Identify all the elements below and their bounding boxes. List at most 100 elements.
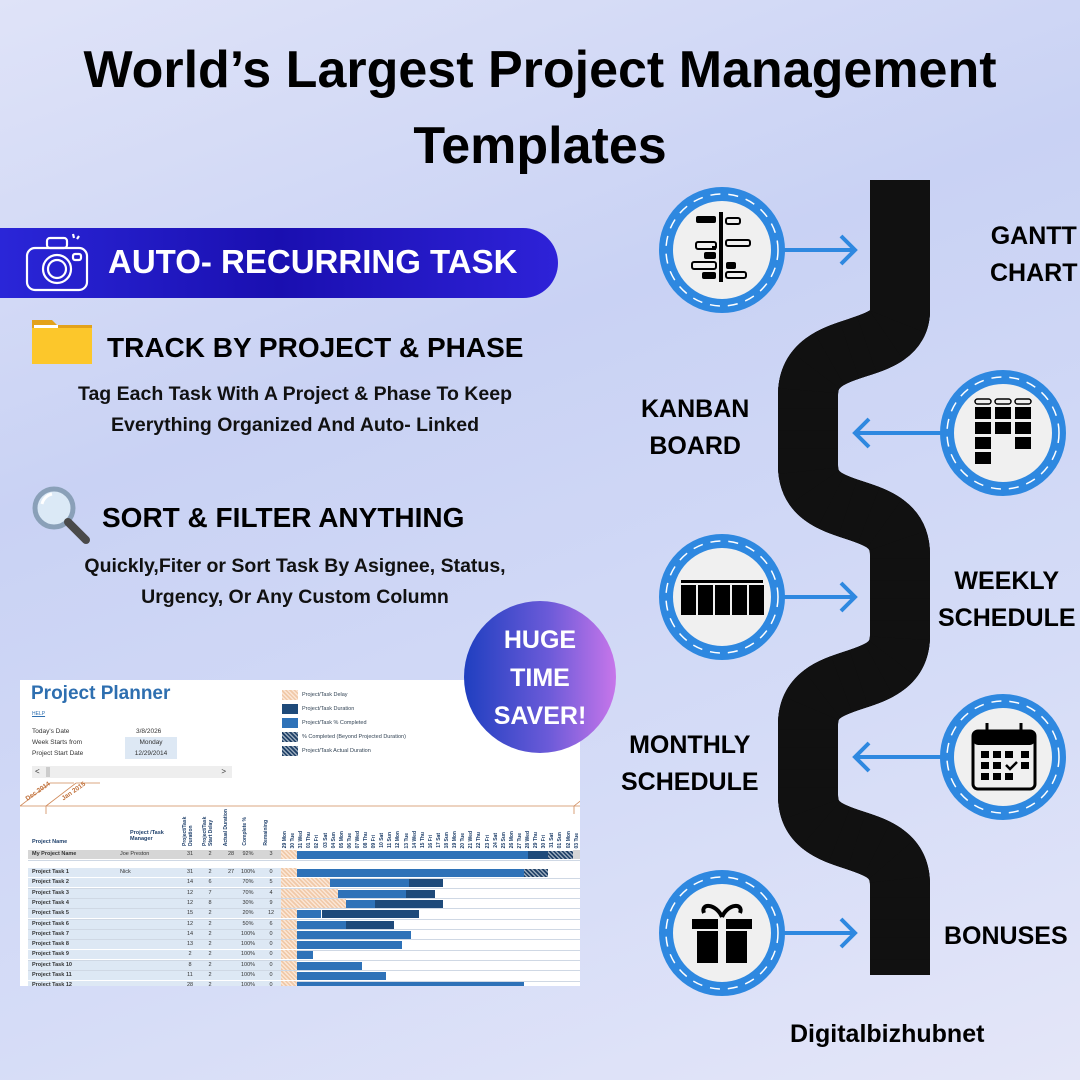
legend-swatch [282,704,298,714]
day-header: 05 Mon [338,830,345,848]
cell-delay: 2 [208,851,212,857]
delay-bar [281,878,330,888]
complete-bar [297,930,411,939]
scroll-left-button[interactable]: < [35,767,40,776]
sort-heading: SORT & FILTER ANYTHING [102,502,465,533]
legend-swatch [282,718,298,728]
day-header: 04 Sun [330,831,337,848]
remaining-bar [374,899,443,908]
row-divider [28,908,580,909]
day-header: 24 Sat [492,833,499,848]
row-divider [28,980,580,982]
cell-complete: 100% [240,982,256,986]
delay-bar [281,940,298,950]
cell-remaining: 5 [269,879,273,886]
day-header: 12 Mon [395,830,402,848]
legend-swatch [282,732,298,742]
complete-bar [297,982,524,986]
todays-date-value: 3/8/2026 [136,728,162,735]
cell-name: Project Task 4 [32,899,69,906]
folder-icon [32,320,92,364]
col-header-complete: Complete % [242,817,248,846]
cell-duration: 8 [188,961,192,968]
cell-remaining: 12 [267,910,275,917]
delay-bar [281,981,298,986]
col-header-delay: Project/Task Start Delay [202,816,214,846]
cell-remaining: 0 [269,972,273,978]
cell-name: Project Task 2 [32,879,69,886]
cell-delay: 2 [208,930,212,937]
complete-bar [297,869,549,877]
feature-badge [0,228,558,298]
remaining-bar [528,851,549,859]
day-header: 15 Thu [419,831,426,848]
complete-bar [297,920,346,929]
day-header: 31 Sat [549,833,556,848]
remaining-bar [408,879,443,888]
day-header: 30 Tue [290,832,297,848]
timeline-scrollbar[interactable]: < > [32,766,232,778]
row-divider [28,939,580,940]
cell-name: Project Task 7 [32,930,69,937]
remaining-bar [405,889,435,898]
day-header: 30 Fri [541,834,548,848]
cell-complete: 100% [240,961,256,968]
project-planner-screenshot: Project Planner HELP Today's Date 3/8/20… [20,680,580,986]
brand-name: Digitalbizhubnet [790,1020,985,1048]
label-line: MONTHLY [629,731,751,759]
day-header: 03 Tue [573,832,580,848]
cell-name: Project Task 6 [32,920,69,927]
cell-duration: 2 [188,951,192,958]
delay-bar [281,929,298,939]
cell-duration: 31 [186,869,194,875]
cell-name: Project Task 1 [32,869,69,875]
sort-description: Quickly,Fiter or Sort Task By Asignee, S… [84,555,506,608]
row-divider [28,877,580,879]
arrow-icon [784,234,858,266]
cell-complete: 100% [240,941,256,948]
beyond-bar [548,851,573,859]
cell-duration: 14 [186,930,194,937]
help-link[interactable]: HELP [32,711,46,717]
complete-bar [297,951,314,960]
start-date-label: Project Start Date [32,750,84,757]
delay-bar [281,868,298,877]
cell-manager: Nick [120,869,131,875]
cell-duration: 14 [186,879,194,886]
arrow-icon [852,417,941,449]
label-line: CHART [990,259,1078,287]
week-start-field[interactable]: Monday [125,737,177,748]
row-background [28,950,281,960]
day-header: 02 Fri [314,834,321,848]
cell-complete: 100% [240,930,256,937]
cell-name: Project Task 9 [32,951,69,958]
scroll-thumb[interactable] [46,767,50,777]
day-header: 22 Thu [476,831,483,848]
scroll-right-button[interactable]: > [221,767,226,776]
cell-delay: 2 [208,941,212,948]
day-header: 29 Mon [282,830,288,848]
day-header: 19 Mon [452,830,459,848]
complete-bar [345,899,375,908]
planner-title: Project Planner [31,683,171,704]
day-header: 07 Wed [354,830,361,848]
day-header: 27 Tue [516,832,523,848]
cell-name: Project Task 3 [32,889,69,896]
start-date-field[interactable]: 12/29/2014 [125,748,177,759]
